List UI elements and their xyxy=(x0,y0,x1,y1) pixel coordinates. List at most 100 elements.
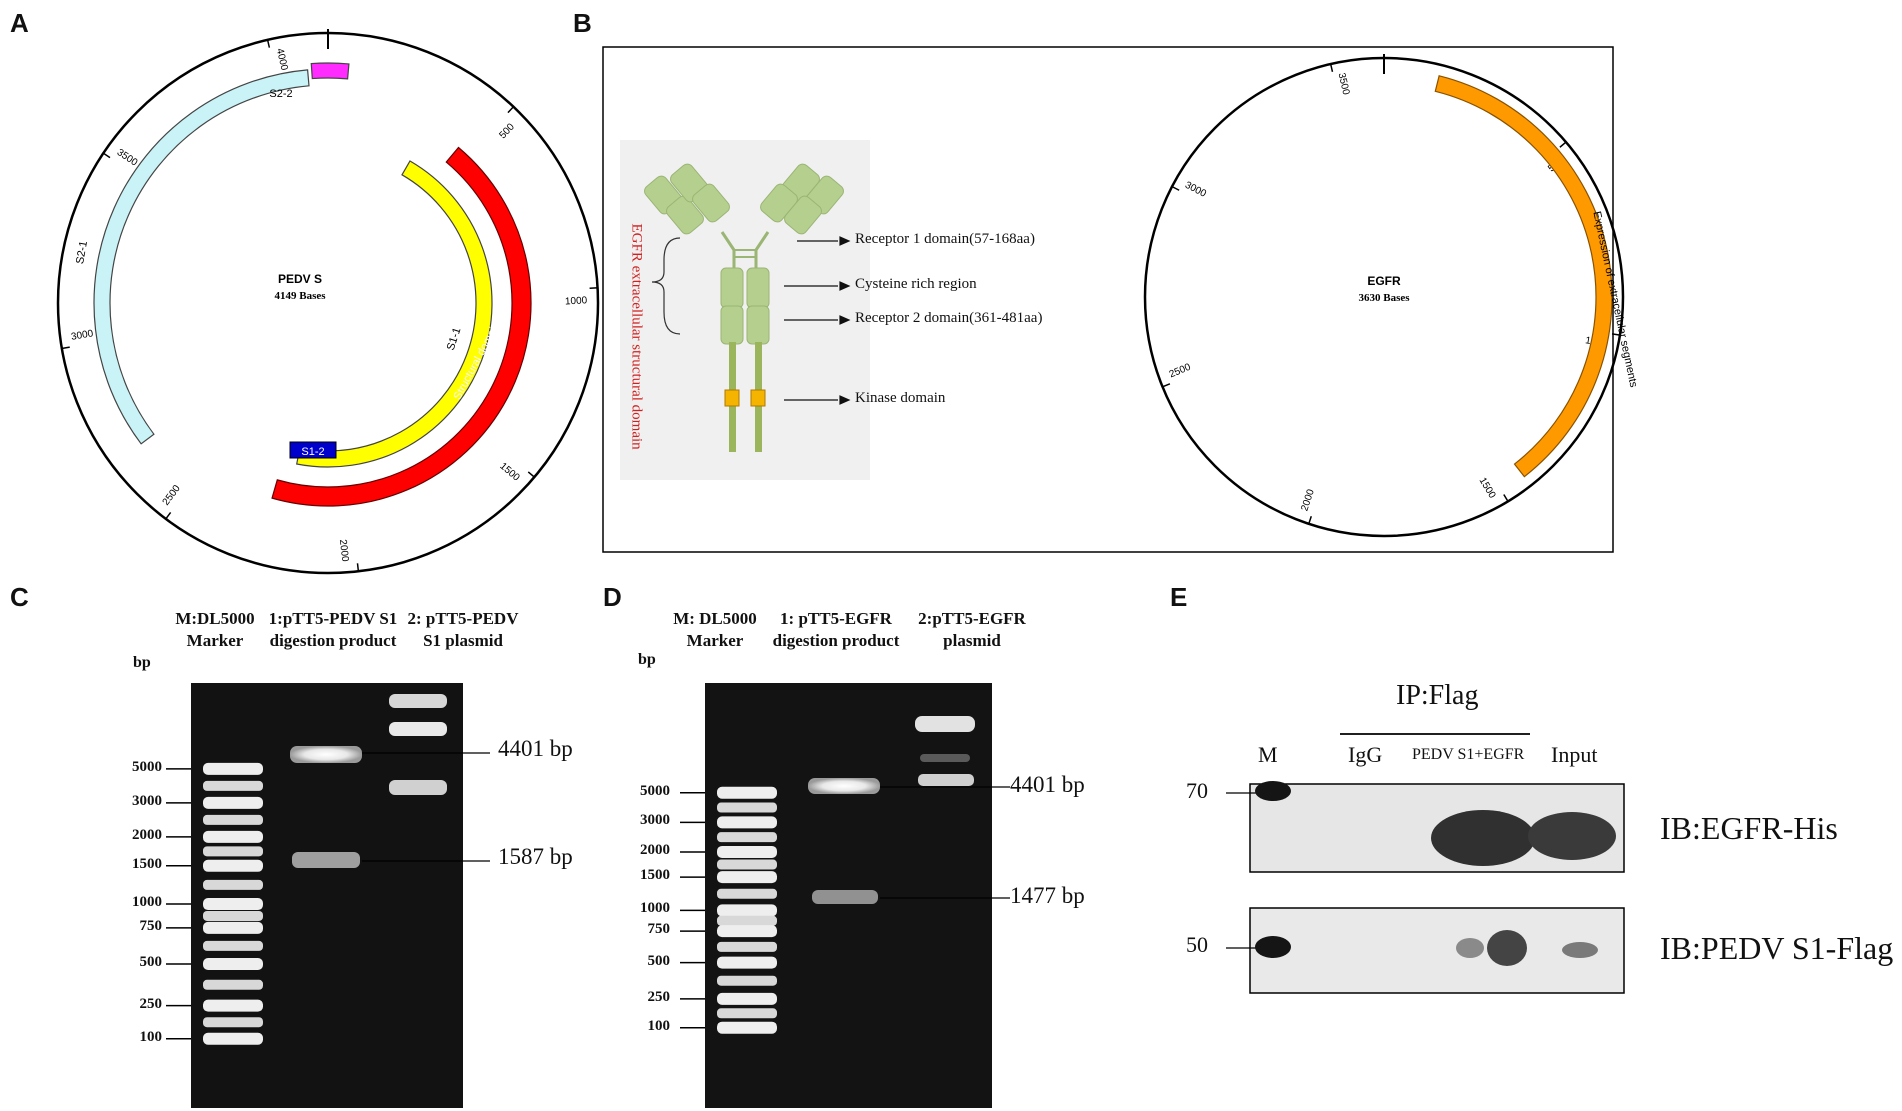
ladder-band-1000 xyxy=(203,898,263,911)
ladder-label-250: 250 xyxy=(647,988,671,1005)
pedv-tick-2500 xyxy=(164,512,172,521)
ladder-label-1000: 1000 xyxy=(132,894,162,911)
ladder-band-intermediate xyxy=(203,814,263,825)
egfr-tick-3500 xyxy=(1329,62,1334,72)
blot2-marker-band xyxy=(1255,936,1291,958)
ladder-label-500: 500 xyxy=(139,953,163,970)
blot-pedv-s1-flag xyxy=(1249,907,1625,994)
blot1-band-input xyxy=(1528,812,1616,860)
domain-receptor-1-label: Receptor 1 domain(57-168aa) xyxy=(855,231,1035,247)
egfr-tick-3000 xyxy=(1170,185,1180,191)
ladder-band-intermediate xyxy=(203,879,263,890)
gel-d-plasmid-band-1 xyxy=(915,716,975,732)
ladder-label-500: 500 xyxy=(647,952,671,969)
ladder-band-750 xyxy=(203,921,263,934)
ladder-label-1000: 1000 xyxy=(640,900,670,917)
blot2-band-s1egfr-strong xyxy=(1487,930,1527,966)
ladder-label-2000: 2000 xyxy=(640,841,670,858)
ladder-band-2000 xyxy=(203,830,263,843)
ladder-band-500 xyxy=(717,956,777,969)
ladder-band-intermediate xyxy=(717,859,777,870)
ladder-band-1000 xyxy=(717,904,777,917)
pedv-tick-label-1000: 1000 xyxy=(565,295,588,307)
pedv-map-name: PEDV S xyxy=(278,272,322,286)
gel-c-label-1587: 1587 bp xyxy=(498,844,573,869)
feature-extracellular-arc xyxy=(1434,75,1613,478)
ladder-band-1500 xyxy=(717,871,777,884)
feature-s2-2-label: S2-2 xyxy=(269,88,292,100)
ladder-label-100: 100 xyxy=(139,1028,163,1045)
ladder-band-250 xyxy=(717,992,777,1005)
ladder-band-3000 xyxy=(203,796,263,809)
lane-input-label: Input xyxy=(1551,742,1598,767)
feature-structural-domains-arc xyxy=(271,146,532,507)
gel-c-plasmid-band-3 xyxy=(389,780,447,795)
ladder-label-100: 100 xyxy=(647,1017,671,1034)
ladder-label-3000: 3000 xyxy=(640,812,670,829)
ladder-label-5000: 5000 xyxy=(640,782,670,799)
ladder-band-intermediate xyxy=(717,802,777,813)
pedv-tick-2000 xyxy=(356,563,360,573)
pedv-tick-label-4000: 4000 xyxy=(274,47,290,72)
pedv-tick-3000 xyxy=(60,346,70,350)
gel-d-band-1477 xyxy=(812,890,878,904)
gel-d-header-lane1: 1: pTT5-EGFR digestion product xyxy=(772,609,900,650)
gel-d-header-marker: M: DL5000 Marker xyxy=(673,609,757,650)
pedv-tick-3500 xyxy=(102,152,111,159)
blot1-ib-label: IB:EGFR-His xyxy=(1660,810,1838,846)
blot1-band-s1egfr xyxy=(1431,810,1535,866)
gel-d-bp-label: bp xyxy=(638,651,656,668)
gel-c-ladder xyxy=(166,762,263,1045)
gel-d-band-4401 xyxy=(808,778,880,794)
ladder-band-intermediate xyxy=(203,979,263,990)
domain-arrows xyxy=(784,236,851,405)
ladder-band-intermediate xyxy=(203,780,263,791)
feature-s1-1-arc xyxy=(296,160,493,468)
ladder-band-intermediate xyxy=(717,941,777,952)
blot1-marker-band xyxy=(1255,781,1291,801)
domain-receptor-2-label: Receptor 2 domain(361-481aa) xyxy=(855,310,1043,326)
egfr-tick-2000 xyxy=(1307,516,1312,526)
egfr-map-size: 3630 Bases xyxy=(1358,292,1410,304)
feature-s1-2-label: S1-2 xyxy=(301,446,324,458)
gel-c-band-1587 xyxy=(292,852,360,868)
ladder-label-3000: 3000 xyxy=(132,792,162,809)
pedv-tick-label-3000: 3000 xyxy=(70,328,94,343)
gel-c-band-4401 xyxy=(290,746,362,763)
ladder-band-250 xyxy=(203,999,263,1012)
egfr-receptor-drawing xyxy=(644,163,844,452)
egfr-tick-1500 xyxy=(1503,494,1510,503)
pedv-map-size: 4149 Bases xyxy=(274,290,326,302)
gel-d-plasmid-band-3 xyxy=(918,774,974,786)
egfr-tick-2500 xyxy=(1161,383,1171,388)
domain-cysteine-label: Cysteine rich region xyxy=(855,276,977,292)
ladder-band-intermediate xyxy=(717,888,777,899)
pedv-tick-500 xyxy=(507,105,515,114)
gel-d-plasmid-band-2 xyxy=(920,754,970,762)
gel-c-header-lane1: 1:pTT5-PEDV S1 digestion product xyxy=(268,609,398,650)
ladder-label-750: 750 xyxy=(647,921,671,938)
marker-70-label: 70 xyxy=(1186,778,1208,803)
ladder-band-intermediate xyxy=(203,846,263,857)
ladder-band-3000 xyxy=(717,816,777,829)
blot2-band-s1egfr-weak xyxy=(1456,938,1484,958)
panel-b-frame xyxy=(602,46,1614,553)
ladder-band-500 xyxy=(203,957,263,970)
panel-letter-e: E xyxy=(1170,582,1188,612)
ladder-label-1500: 1500 xyxy=(640,867,670,884)
lane-igg-label: IgG xyxy=(1348,742,1383,767)
feature-s1-2-box xyxy=(289,441,337,459)
panel-letter-b: B xyxy=(573,8,592,38)
ladder-band-intermediate xyxy=(717,975,777,986)
gel-d-label-1477: 1477 bp xyxy=(1010,883,1085,908)
ladder-label-2000: 2000 xyxy=(132,826,162,843)
ladder-band-intermediate xyxy=(203,940,263,951)
ladder-band-intermediate xyxy=(203,910,263,921)
gel-c-header-marker: M:DL5000 Marker xyxy=(175,609,255,650)
ladder-label-750: 750 xyxy=(139,917,163,934)
egfr-tick-label-3500: 3500 xyxy=(1336,72,1352,97)
ladder-band-2000 xyxy=(717,845,777,858)
